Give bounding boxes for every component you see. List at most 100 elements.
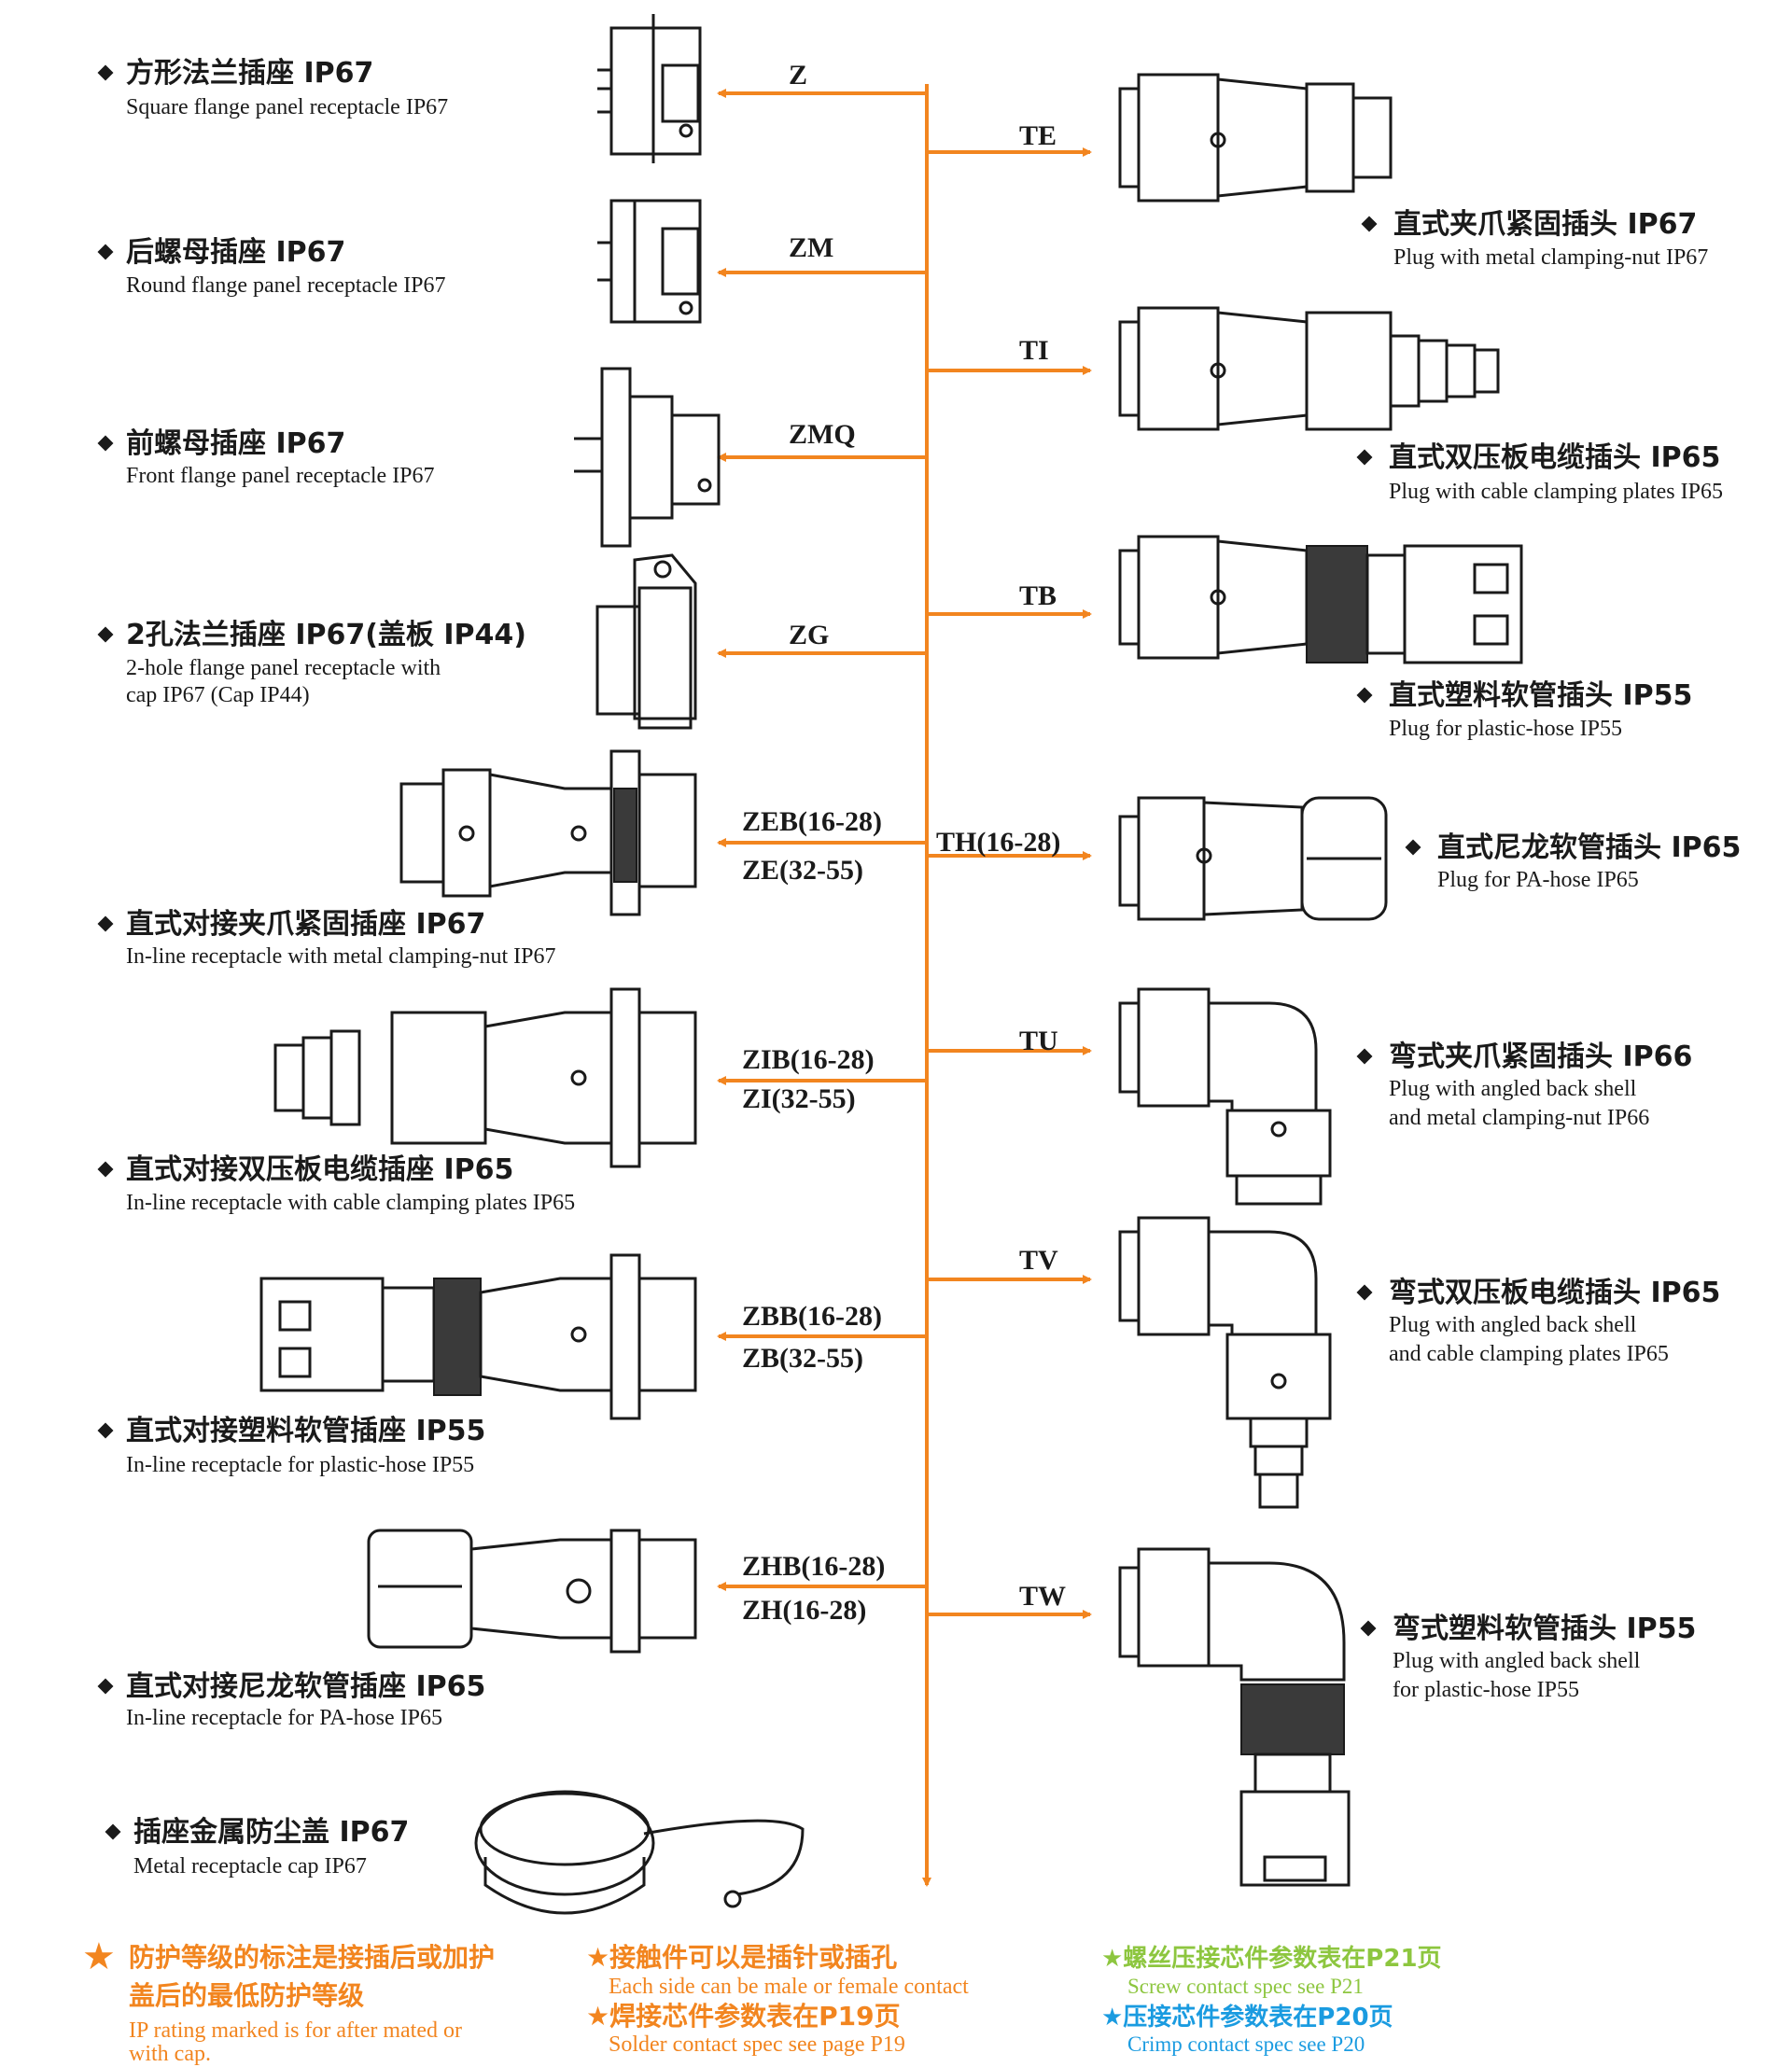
square-flange-receptacle-icon (597, 14, 702, 163)
angled-plug-cable-clamping-icon (1118, 1216, 1332, 1509)
bullet-diamond-icon (1361, 216, 1378, 232)
left-item-code: ZBB(16-28) (742, 1301, 882, 1332)
right-item-title-zh: 弯式夹爪紧固插头 IP66 (1389, 1040, 1692, 1073)
inline-clamping-nut-receptacle-icon (399, 749, 697, 916)
left-item-title-en: In-line receptacle with cable clamping p… (126, 1191, 575, 1215)
right-item-code: TU (1019, 1026, 1058, 1056)
ip-note-star-icon: ★ (82, 1935, 116, 1978)
left-item-title-en-line2: cap IP67 (Cap IP44) (126, 683, 310, 707)
right-item-title-en-line2: and cable clamping plates IP65 (1389, 1342, 1669, 1366)
left-item-title-zh: 后螺母插座 IP67 (126, 236, 345, 269)
right-item-code: TH(16-28) (936, 827, 1060, 858)
bullet-diamond-icon (97, 1422, 114, 1439)
left-item-title-en: Square flange panel receptacle IP67 (126, 95, 448, 119)
bullet-diamond-icon (97, 435, 114, 452)
ip-note-en-line1: IP rating marked is for after mated or (129, 2018, 462, 2043)
plug-pa-hose-icon (1118, 796, 1388, 921)
bullet-diamond-icon (97, 915, 114, 932)
right-item-title-zh: 直式双压板电缆插头 IP65 (1389, 441, 1720, 474)
right-item-code: TW (1019, 1581, 1066, 1612)
left-item-code: ZMQ (789, 419, 856, 450)
bullet-diamond-icon (97, 1678, 114, 1695)
ip-note-en-line2: with cap. (129, 2042, 211, 2066)
angled-plug-clamping-nut-icon (1118, 987, 1332, 1206)
left-item-title-en: Metal receptacle cap IP67 (133, 1854, 367, 1878)
bullet-diamond-icon (1356, 687, 1373, 704)
solder-note-en: Solder contact spec see page P19 (609, 2032, 905, 2057)
left-item-title-en: 2-hole flange panel receptacle with (126, 656, 441, 680)
left-item-code: ZE(32-55) (742, 855, 863, 886)
left-branch-arrows (717, 89, 927, 1591)
screw-note-en: Screw contact spec see P21 (1127, 1975, 1364, 1998)
bullet-diamond-icon (97, 626, 114, 643)
left-item-code: Z (789, 60, 807, 91)
crimp-note-en: Crimp contact spec see P20 (1127, 2032, 1365, 2056)
left-item-title-en: Round flange panel receptacle IP67 (126, 273, 446, 298)
left-item-title-zh: 直式对接尼龙软管插座 IP65 (126, 1670, 485, 1703)
angled-plug-plastic-hose-icon (1118, 1547, 1351, 1887)
crimp-note-zh: ★压接芯件参数表在P20页 (1101, 2003, 1393, 2032)
left-item-code: ZH(16-28) (742, 1595, 866, 1626)
right-item-code: TV (1019, 1245, 1058, 1276)
right-item-title-en: Plug with metal clamping-nut IP67 (1393, 245, 1708, 270)
right-item-code: TB (1019, 580, 1057, 611)
plug-clamping-nut-icon (1118, 73, 1393, 203)
left-item-title-zh: 2孔法兰插座 IP67(盖板 IP44) (126, 619, 526, 651)
plug-cable-clamping-icon (1118, 306, 1500, 431)
plug-plastic-hose-icon (1118, 535, 1523, 664)
right-item-title-en: Plug for plastic-hose IP55 (1389, 717, 1622, 741)
bullet-diamond-icon (1405, 839, 1421, 856)
left-item-title-zh: 插座金属防尘盖 IP67 (133, 1816, 409, 1849)
solder-note-zh: ★焊接芯件参数表在P19页 (586, 2001, 901, 2032)
left-item-code: ZEB(16-28) (742, 806, 882, 837)
left-item-code: ZB(32-55) (742, 1343, 863, 1374)
left-item-code: ZI(32-55) (742, 1083, 856, 1114)
inline-cable-clamping-receptacle-icon (273, 987, 697, 1168)
bullet-diamond-icon (97, 244, 114, 260)
bullet-diamond-icon (1360, 1620, 1377, 1637)
left-item-code: ZIB(16-28) (742, 1044, 875, 1075)
contact-note-zh: ★接触件可以是插针或插孔 (586, 1942, 897, 1973)
footnotes: ★ 防护等级的标注是接插后或加护 盖后的最低防护等级 IP rating mar… (82, 1935, 1442, 2066)
left-item-title-zh: 直式对接双压板电缆插座 IP65 (126, 1153, 513, 1186)
ip-note-zh-line2: 盖后的最低防护等级 (129, 1980, 364, 2011)
left-item-title-zh: 直式对接塑料软管插座 IP55 (126, 1415, 485, 1447)
right-item-title-en: Plug with angled back shell (1393, 1649, 1641, 1673)
left-item-title-zh: 前螺母插座 IP67 (126, 427, 345, 460)
right-item-code: TI (1019, 335, 1049, 366)
right-item-title-en: Plug with angled back shell (1389, 1313, 1637, 1337)
left-item-title-zh: 方形法兰插座 IP67 (126, 57, 373, 90)
ip-note-zh-line1: 防护等级的标注是接插后或加护 (129, 1942, 495, 1973)
left-item-code: ZM (789, 232, 833, 263)
screw-note-zh: ★螺丝压接芯件参数表在P21页 (1101, 1944, 1442, 1973)
left-item-code: ZG (789, 620, 829, 650)
contact-note-en: Each side can be male or female contact (609, 1975, 969, 1999)
metal-receptacle-cap-icon (474, 1790, 805, 1915)
left-item-title-en: In-line receptacle with metal clamping-n… (126, 944, 556, 969)
right-item-title-en: Plug for PA-hose IP65 (1437, 868, 1639, 892)
bullet-diamond-icon (97, 64, 114, 81)
front-flange-receptacle-icon (574, 367, 721, 548)
right-item-title-en-line2: for plastic-hose IP55 (1393, 1678, 1579, 1702)
right-item-title-zh: 直式塑料软管插头 IP55 (1389, 679, 1692, 712)
two-hole-flange-receptacle-icon (595, 553, 697, 730)
right-item-title-zh: 直式夹爪紧固插头 IP67 (1393, 208, 1697, 241)
right-item-title-zh: 弯式双压板电缆插头 IP65 (1389, 1277, 1720, 1309)
left-item-title-en: In-line receptacle for plastic-hose IP55 (126, 1453, 474, 1477)
right-item-title-zh: 弯式塑料软管插头 IP55 (1393, 1613, 1696, 1645)
right-item-title-en-line2: and metal clamping-nut IP66 (1389, 1106, 1649, 1130)
inline-plastic-hose-receptacle-icon (259, 1253, 697, 1420)
left-item-title-en: Front flange panel receptacle IP67 (126, 464, 435, 488)
left-item-code: ZHB(16-28) (742, 1551, 885, 1582)
bullet-diamond-icon (97, 1161, 114, 1178)
right-item-code: TE (1019, 120, 1057, 151)
right-item-title-en: Plug with cable clamping plates IP65 (1389, 480, 1723, 504)
right-item-title-en: Plug with angled back shell (1389, 1077, 1637, 1101)
bullet-diamond-icon (105, 1823, 121, 1840)
bullet-diamond-icon (1356, 449, 1373, 466)
bullet-diamond-icon (1356, 1284, 1373, 1301)
left-item-title-zh: 直式对接夹爪紧固插座 IP67 (126, 908, 485, 941)
